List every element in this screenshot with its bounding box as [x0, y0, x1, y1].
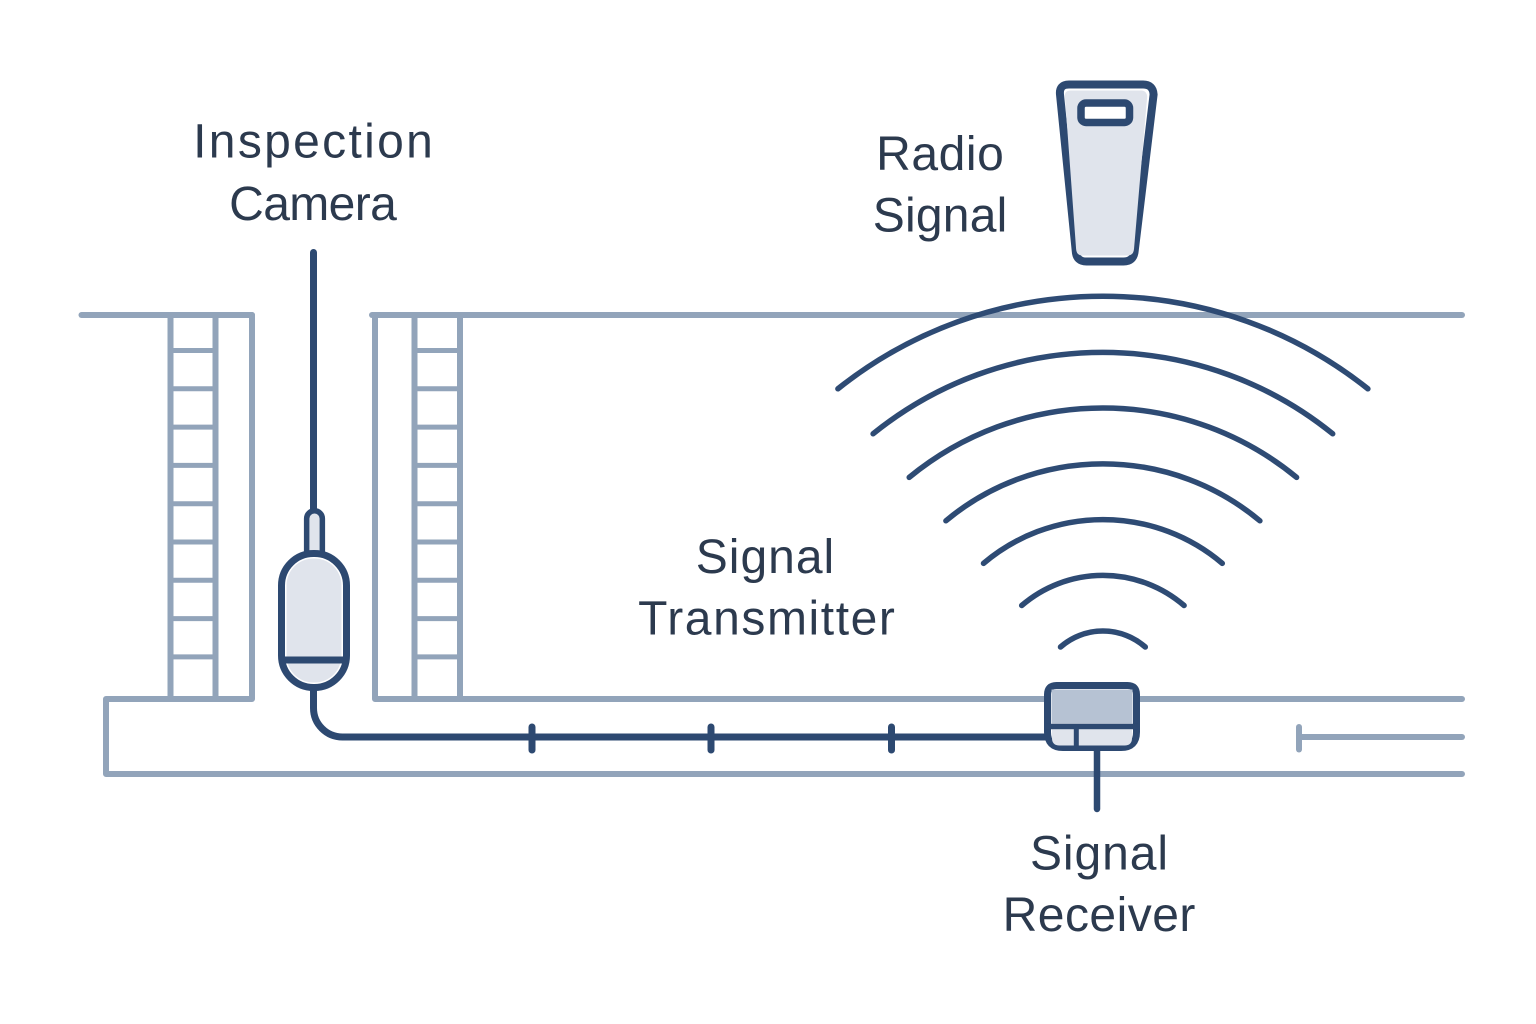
svg-text:Receiver: Receiver [1003, 889, 1196, 942]
svg-text:Radio: Radio [876, 128, 1004, 181]
svg-text:Transmitter: Transmitter [638, 593, 895, 646]
svg-text:Signal: Signal [696, 531, 834, 584]
svg-text:Camera: Camera [229, 178, 397, 231]
svg-text:Signal: Signal [873, 190, 1008, 243]
svg-text:Signal: Signal [1030, 828, 1168, 881]
svg-text:Inspection: Inspection [193, 116, 433, 169]
